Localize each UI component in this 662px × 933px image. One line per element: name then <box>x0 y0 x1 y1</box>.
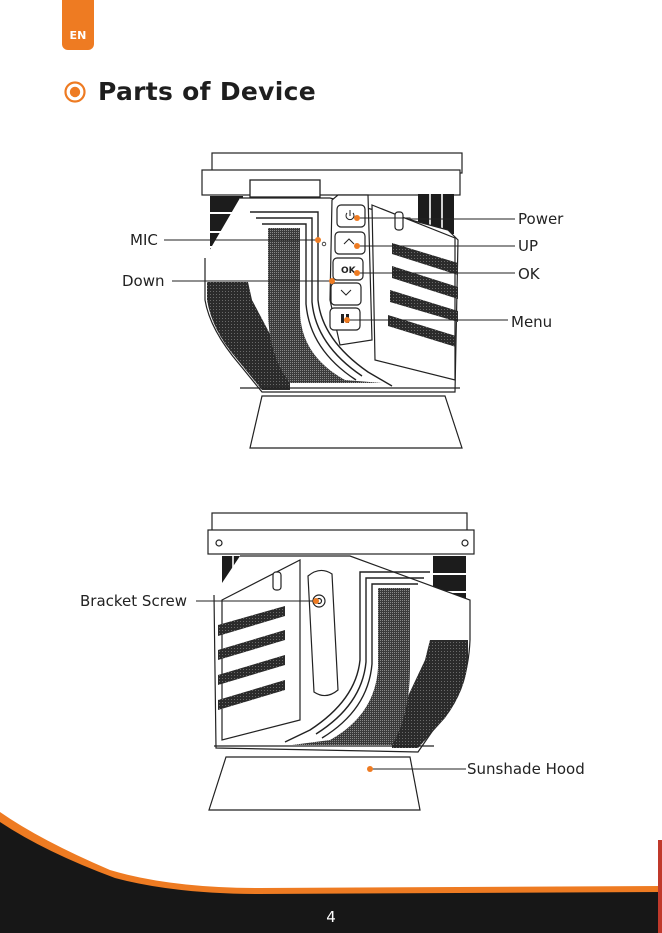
label-power: Power <box>518 210 563 228</box>
back-view <box>208 513 474 810</box>
front-view <box>202 153 462 448</box>
page-number: 4 <box>0 908 662 926</box>
label-bracket-screw: Bracket Screw <box>80 592 187 610</box>
label-up: UP <box>518 237 538 255</box>
label-sunshade-hood: Sunshade Hood <box>467 760 585 778</box>
label-mic: MIC <box>130 231 158 249</box>
label-ok: OK <box>518 265 540 283</box>
ok-button-glyph: OK <box>341 266 357 276</box>
label-down: Down <box>122 272 165 290</box>
label-menu: Menu <box>511 313 552 331</box>
